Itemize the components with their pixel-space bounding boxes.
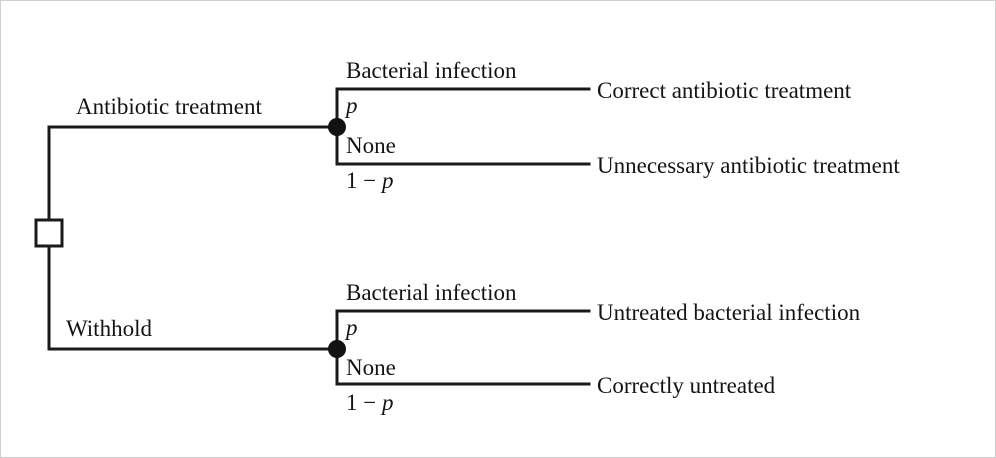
outcome-label-untreated-bacterial-infection: Untreated bacterial infection [597, 300, 861, 325]
branch-label-antibiotic-treatment: Antibiotic treatment [76, 94, 262, 119]
probability-prefix: 1 − [346, 168, 382, 193]
probability-prefix: 1 − [346, 390, 382, 415]
outcome-label-correctly-untreated: Correctly untreated [597, 373, 776, 398]
probability-label-none-treated: 1 − p [346, 169, 393, 192]
state-label-bacterial-infection-treated: Bacterial infection [346, 58, 517, 83]
probability-label-none-untreated: 1 − p [346, 391, 393, 414]
probability-symbol: p [381, 168, 394, 193]
state-label-none-untreated: None [346, 355, 396, 380]
decision-node-square[interactable] [34, 218, 64, 248]
probability-symbol: p [346, 93, 358, 118]
outcome-label-correct-antibiotic-treatment: Correct antibiotic treatment [597, 78, 852, 103]
chance-node-antibiotic-treatment[interactable] [328, 118, 346, 136]
branch-label-withhold: Withhold [66, 316, 152, 341]
probability-label-bacterial-infection-treated: p [346, 94, 358, 117]
chance-node-withhold[interactable] [328, 340, 346, 358]
probability-symbol: p [346, 315, 358, 340]
probability-symbol: p [381, 390, 394, 415]
state-label-bacterial-infection-untreated: Bacterial infection [346, 280, 517, 305]
outcome-label-unnecessary-antibiotic-treatment: Unnecessary antibiotic treatment [597, 153, 900, 178]
probability-label-bacterial-infection-untreated: p [346, 316, 358, 339]
state-label-none-treated: None [346, 133, 396, 158]
